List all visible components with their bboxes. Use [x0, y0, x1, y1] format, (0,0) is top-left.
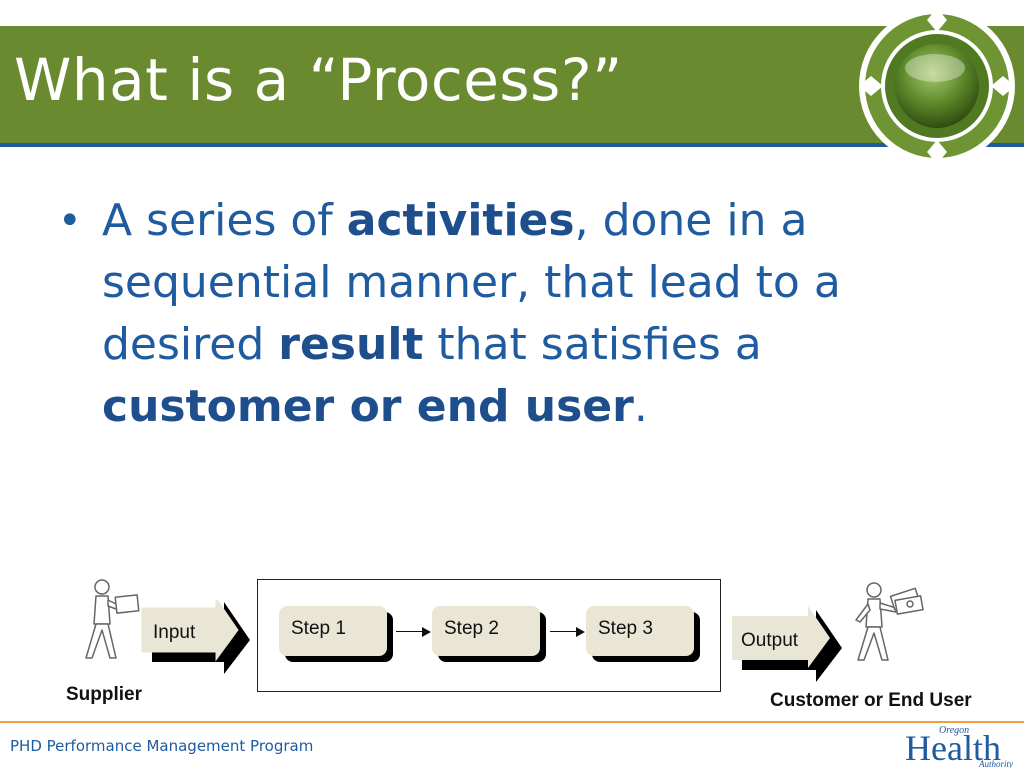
logo-bottom-text: Authority — [978, 759, 1013, 768]
input-arrow-icon — [141, 600, 250, 674]
customer-figure-icon — [855, 582, 924, 661]
bullet-text-part: , done in a sequential manner, that lead… — [102, 195, 841, 370]
step-label: Step 3 — [598, 618, 653, 639]
footer-divider — [0, 721, 1024, 723]
cycle-logo-icon — [859, 8, 1015, 164]
bullet-bold-customer: customer or end user — [102, 381, 634, 432]
input-label: Input — [153, 622, 196, 643]
step-connector — [550, 631, 576, 632]
bullet-text-part: that satisfies a — [423, 319, 762, 370]
step-connector-head — [422, 627, 431, 637]
bullet-list: • A series of activities, done in a sequ… — [58, 190, 978, 438]
bullet-bold-activities: activities — [346, 195, 575, 246]
step-1: Step 1 — [279, 606, 387, 656]
customer-caption: Customer or End User — [770, 690, 972, 711]
oregon-health-authority-logo: Oregon Health Authority — [903, 722, 1021, 769]
bullet-dot: • — [58, 198, 82, 244]
step-label: Step 2 — [444, 618, 499, 639]
title-bar — [0, 26, 1024, 144]
slide-title: What is a “Process?” — [14, 46, 623, 114]
output-arrow-icon — [732, 606, 842, 682]
bullet-bold-result: result — [278, 319, 424, 370]
supplier-caption: Supplier — [66, 684, 143, 705]
bullet-item: A series of activities, done in a sequen… — [102, 190, 978, 438]
logo-top-text: Oregon — [939, 725, 969, 736]
footer-program-name: PHD Performance Management Program — [10, 737, 314, 755]
logo-main-text: Health — [905, 728, 1001, 768]
step-connector — [396, 631, 422, 632]
bullet-text-part: A series of — [102, 195, 347, 246]
bullet-text-part: . — [633, 381, 648, 432]
process-box — [257, 579, 721, 692]
title-underline — [0, 143, 1024, 147]
step-2: Step 2 — [432, 606, 540, 656]
oha-logo-icon: Oregon Health Authority — [905, 725, 1013, 769]
output-label: Output — [741, 630, 799, 651]
step-label: Step 1 — [291, 618, 346, 639]
step-3: Step 3 — [586, 606, 694, 656]
step-connector-head — [576, 627, 585, 637]
supplier-figure-icon — [85, 579, 140, 659]
